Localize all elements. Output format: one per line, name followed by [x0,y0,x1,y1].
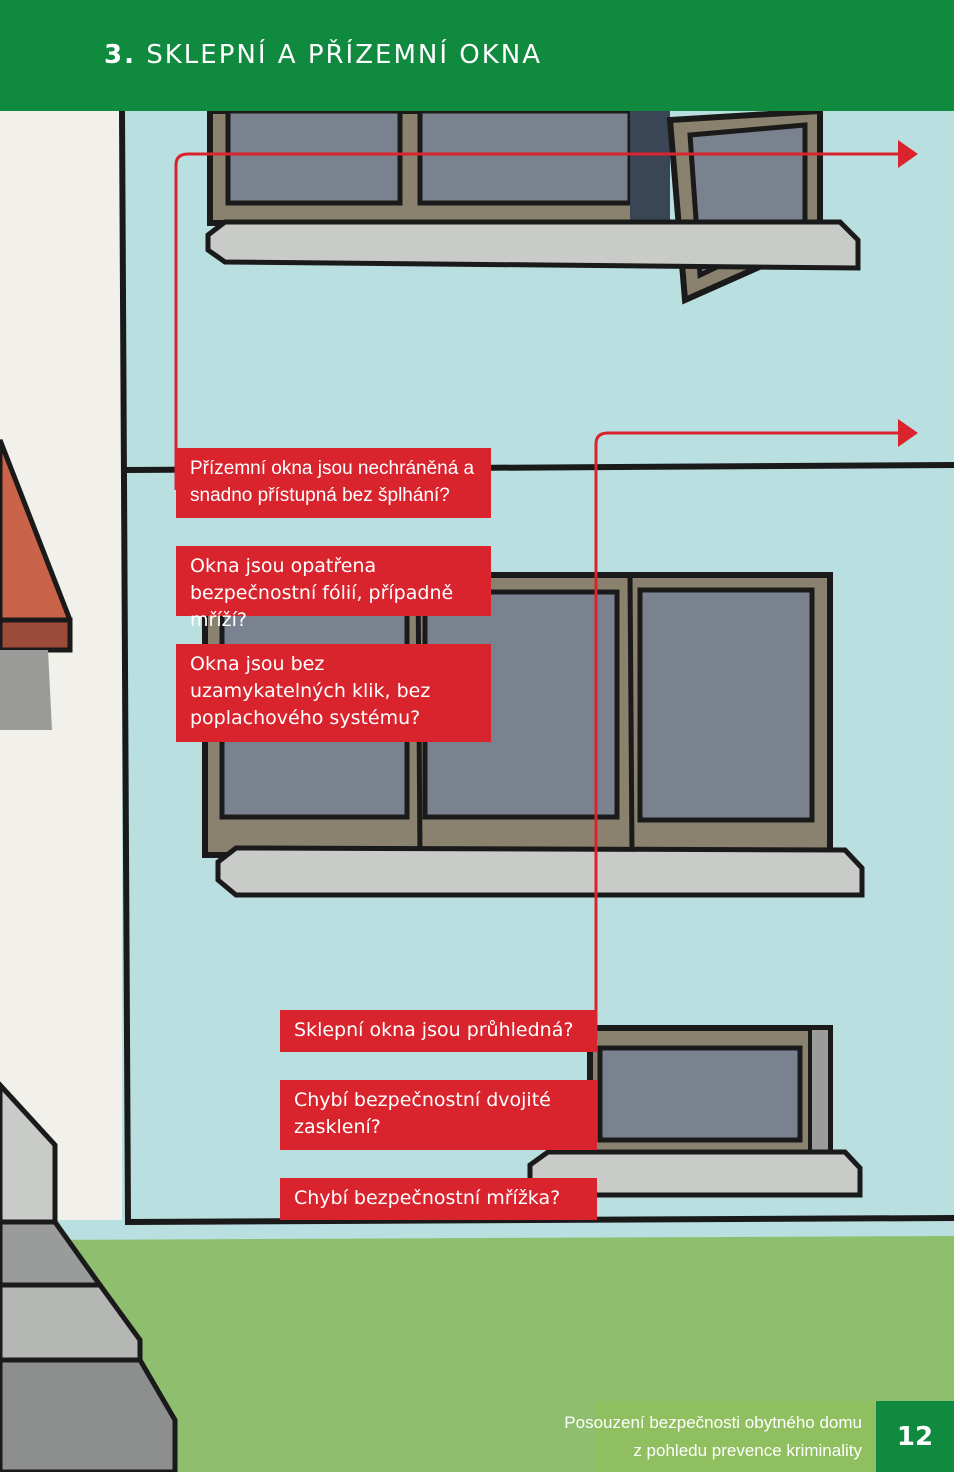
footer-line-2: z pohledu prevence kriminality [633,1441,862,1460]
callout-cellar-transparent: Sklepní okna jsou průhledná? [280,1010,597,1052]
building-illustration [0,111,954,1472]
callout-unprotected-windows: Přízemní okna jsou nechráněná a snadno p… [176,448,491,518]
callout-security-film: Okna jsou opatřena bezpečnostní fólií, p… [176,546,491,631]
footer-publication-title: Posouzení bezpečnosti obytného domu z po… [564,1401,876,1472]
section-title-text: SKLEPNÍ A PŘÍZEMNÍ OKNA [146,40,543,70]
callout-double-glazing: Chybí bezpečnostní dvojité zasklení? [280,1080,597,1150]
footer-line-1: Posouzení bezpečnosti obytného domu [564,1413,862,1432]
callout-security-grate: Chybí bezpečnostní mřížka? [280,1178,597,1220]
section-header: 3. SKLEPNÍ A PŘÍZEMNÍ OKNA [0,0,954,111]
page-number: 12 [876,1401,954,1472]
section-title: 3. SKLEPNÍ A PŘÍZEMNÍ OKNA [104,40,542,70]
section-number: 3. [104,40,136,70]
callout-locking-handles: Okna jsou bez uzamykatelných klik, bez p… [176,644,491,742]
